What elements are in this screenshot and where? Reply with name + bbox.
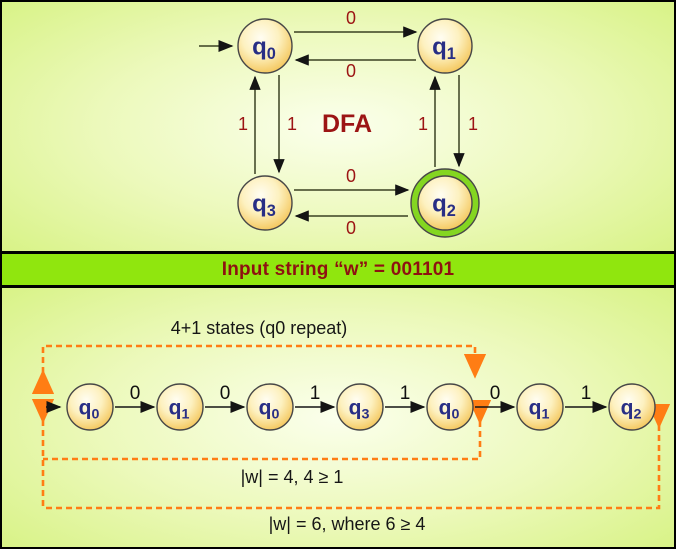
transition-symbol-q1-q0: 0 — [346, 61, 356, 81]
trace-state-3-q0: q0 — [246, 383, 294, 431]
trace-symbol-2: 0 — [220, 383, 231, 404]
trace-state-6-q1: q1 — [516, 383, 564, 431]
annotation-bottom: |w| = 6, where 6 ≥ 4 — [269, 514, 426, 534]
trace-symbol-6: 1 — [581, 383, 592, 404]
transition-symbol-q0-q3: 1 — [287, 114, 297, 134]
trace-state-1-q0: q0 — [66, 383, 114, 431]
input-string-text: Input string “w” = 001101 — [221, 258, 455, 280]
dfa-state-q3: q3 — [237, 175, 293, 231]
annotation-middle: |w| = 4, 4 ≥ 1 — [241, 467, 344, 487]
w4-span-arrow — [43, 400, 492, 461]
pumping-loop-arrow — [31, 344, 487, 394]
trace-state-7-q2: q2 — [608, 383, 656, 431]
trace-state-4-q3: q3 — [336, 383, 384, 431]
w6-span-arrow — [43, 404, 671, 510]
transition-symbol-q0-q1: 0 — [346, 8, 356, 28]
dfa-state-q0: q0 — [237, 18, 293, 74]
trace-symbol-4: 1 — [400, 383, 411, 404]
trace-symbol-1: 0 — [130, 383, 141, 404]
trace-diagram: 4+1 states (q0 repeat) |w| = 4, 4 ≥ 1 |w| … — [31, 318, 671, 534]
trace-symbol-5: 0 — [490, 383, 501, 404]
dfa-title: DFA — [322, 110, 372, 138]
transition-symbol-q3-q0: 1 — [238, 114, 248, 134]
dfa-state-q1: q1 — [417, 18, 473, 74]
trace-symbol-3: 1 — [310, 383, 321, 404]
input-string-banner: Input string “w” = 001101 — [2, 251, 674, 288]
trace-state-2-q1: q1 — [156, 383, 204, 431]
transition-symbol-q2-q1: 1 — [418, 114, 428, 134]
dfa-state-q2: q2 — [410, 168, 480, 238]
trace-state-5-q0: q0 — [426, 383, 474, 431]
transition-symbol-q1-q2: 1 — [468, 114, 478, 134]
transition-symbol-q2-q3: 0 — [346, 218, 356, 238]
annotation-top: 4+1 states (q0 repeat) — [171, 318, 348, 338]
transition-symbol-q3-q2: 0 — [346, 166, 356, 186]
trace-panel: 4+1 states (q0 repeat) |w| = 4, 4 ≥ 1 |w| … — [2, 288, 674, 547]
